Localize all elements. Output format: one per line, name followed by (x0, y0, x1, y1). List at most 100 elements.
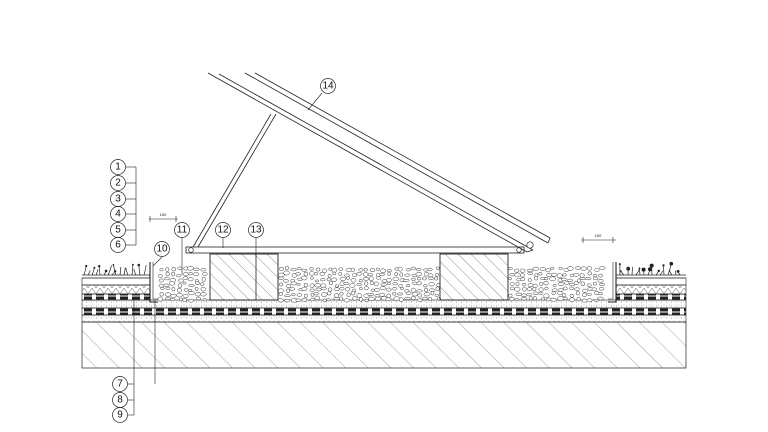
gravel-pebble (200, 286, 206, 292)
gravel-pebble (200, 282, 205, 286)
gravel-pebble (327, 274, 332, 278)
plant-leaf (626, 266, 631, 271)
gravel-pebble (586, 283, 592, 287)
gravel-pebble (580, 266, 587, 271)
gravel-pebble (522, 286, 527, 292)
gravel-pebble (310, 292, 315, 297)
plant-leaf (638, 267, 641, 270)
gravel-pebble (557, 296, 564, 301)
gravel-pebble (182, 272, 189, 277)
gravel-pebble (386, 269, 392, 273)
plant-leaf (618, 263, 621, 266)
gravel-pebble (514, 272, 521, 278)
gravel-pebble (195, 292, 201, 297)
gravel-pebble (567, 266, 574, 271)
green-roof-right (615, 274, 687, 301)
gravel-pebble (386, 293, 391, 299)
plant-stem (125, 267, 129, 276)
gravel-pebble (309, 288, 316, 292)
plant-stem (119, 267, 122, 276)
gravel-pebble (544, 286, 549, 291)
gravel-pebble (182, 293, 189, 299)
dimension-right: 100 (581, 233, 616, 243)
gravel-pebble (428, 297, 433, 301)
structural-slab (81, 321, 687, 369)
gravel-pebble (528, 296, 533, 301)
gravel-pebble (378, 292, 386, 297)
gravel-pebble (386, 277, 392, 283)
gravel-pebble (573, 273, 580, 277)
gravel-pebble (392, 291, 397, 296)
gravel-pebble (509, 282, 515, 286)
gravel-pebble (575, 266, 581, 270)
callout-6-label: 6 (115, 240, 121, 251)
gravel-pebble (587, 271, 593, 276)
gravel-pebble (170, 294, 177, 298)
gravel-pebble (182, 281, 187, 285)
gravel-pebble (291, 293, 296, 297)
gravel-pebble (558, 288, 564, 292)
plant-stem (663, 265, 665, 276)
gravel-pebble (540, 297, 545, 301)
gravel-pebble (289, 287, 295, 291)
gravel-pebble (187, 291, 195, 296)
gravel-pebble (550, 266, 555, 270)
gravel-pebble (343, 298, 350, 303)
plant-stem (138, 264, 141, 276)
plant-leaf (648, 267, 652, 272)
gravel-pebble (562, 273, 567, 277)
callout-6: 6 (110, 237, 126, 253)
callout-14-label: 14 (322, 81, 334, 92)
gravel-pebble (379, 272, 386, 276)
gravel-pebble (367, 293, 375, 296)
plant-stem (131, 264, 134, 276)
gravel-pebble (352, 272, 358, 278)
gravel-pebble (581, 292, 588, 297)
gravel-pebble (400, 286, 404, 290)
gravel-pebble (202, 298, 207, 302)
plant-leaf (137, 263, 141, 267)
gravel-pebble (369, 281, 375, 285)
gravel-pebble (527, 287, 532, 292)
gravel-pebble (569, 293, 574, 298)
gravel-pebble (520, 297, 527, 301)
plant-leaf (662, 264, 665, 267)
gravel-pebble (309, 283, 315, 288)
mounting-frame (185, 72, 551, 254)
gravel-pebble (176, 292, 183, 298)
gravel-pebble (579, 277, 586, 280)
gravel-pebble (597, 296, 604, 301)
gravel-pebble (394, 272, 399, 276)
gravel-pebble (278, 292, 283, 296)
gravel-pebble (435, 286, 440, 291)
gravel-pebble (359, 297, 363, 302)
plants-left (83, 263, 147, 276)
gravel-pebble (398, 284, 404, 288)
gravel-pebble (411, 295, 416, 301)
gravel-pebble (410, 277, 416, 281)
callout-3: 3 (110, 191, 126, 207)
gravel-pebble (574, 287, 580, 291)
gravel-pebble (177, 287, 182, 293)
gravel-pebble (376, 276, 382, 280)
gravel-pebble (515, 281, 520, 286)
gravel-pebble (543, 280, 549, 286)
gravel-pebble (283, 279, 289, 283)
drain-edge-right (608, 262, 617, 303)
gravel-pebble (538, 272, 543, 276)
gravel-pebble (549, 276, 556, 282)
gravel-pebble (434, 293, 439, 297)
support-block-right (439, 253, 509, 301)
gravel-pebble (580, 281, 586, 287)
gravel-pebble (368, 296, 375, 301)
gravel-pebble (334, 284, 340, 288)
gravel-pebble (313, 292, 320, 296)
gravel-pebble (397, 266, 403, 272)
gravel-pebble (284, 298, 291, 303)
gravel-pebble (176, 274, 182, 278)
callout-1-label: 1 (115, 162, 121, 173)
gravel-pebble (534, 275, 539, 281)
gravel-pebble (556, 273, 563, 279)
gravel-pebble (416, 281, 423, 286)
gravel-bed (157, 265, 606, 303)
